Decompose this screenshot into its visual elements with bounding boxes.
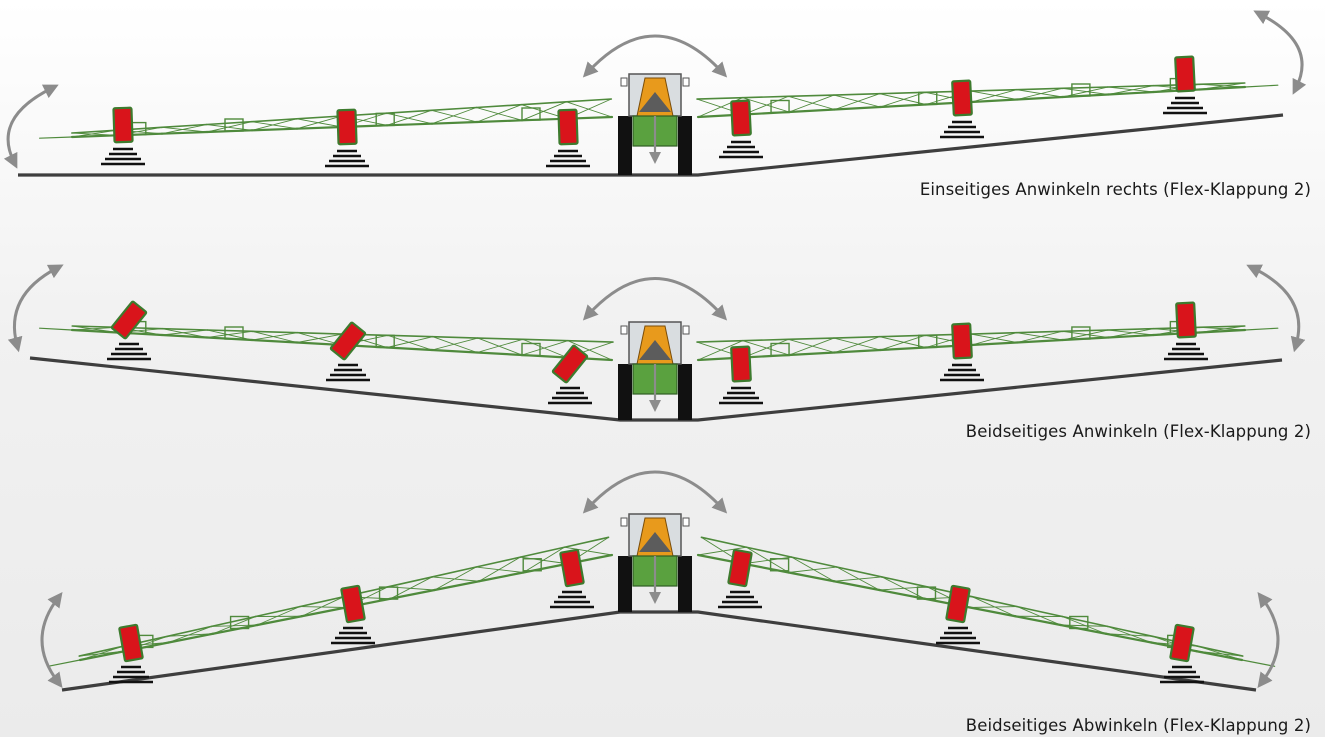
ultrasonic-sensor-icon <box>107 300 151 361</box>
left-boom-arm <box>38 320 614 362</box>
center-pivot-arrow <box>582 277 728 321</box>
ultrasonic-sensor-icon <box>719 99 763 159</box>
ultrasonic-sensor-icon <box>331 584 375 645</box>
ultrasonic-sensor-icon <box>936 584 980 645</box>
ultrasonic-sensor-icon <box>718 548 762 609</box>
right-boom-arm <box>696 77 1279 119</box>
left-tilt-arrow <box>3 84 59 169</box>
ground-line <box>29 356 1283 422</box>
scenario-right-up <box>3 10 1307 177</box>
ultrasonic-sensor-icon <box>325 108 369 168</box>
right-tilt-arrow <box>1246 264 1306 353</box>
right-tilt-arrow <box>1257 592 1280 688</box>
tractor-rear-view-icon <box>618 513 692 612</box>
caption-both-up: Beidseitiges Anwinkeln (Flex-Klappung 2) <box>965 422 1311 441</box>
ultrasonic-sensor-icon <box>1163 55 1207 115</box>
scenario-both-down <box>40 470 1280 692</box>
caption-both-down: Beidseitiges Abwinkeln (Flex-Klappung 2) <box>965 716 1311 735</box>
left-tilt-arrow <box>40 592 63 688</box>
ultrasonic-sensor-icon <box>109 623 153 684</box>
ultrasonic-sensor-icon <box>1164 301 1208 361</box>
right-tilt-arrow <box>1253 10 1307 95</box>
ground-line <box>18 113 1284 177</box>
ground-line <box>61 610 1257 692</box>
center-pivot-arrow <box>582 470 728 514</box>
ultrasonic-sensor-icon <box>940 79 984 139</box>
tractor-rear-view-icon <box>618 73 692 175</box>
caption-right-up: Einseitiges Anwinkeln rechts (Flex-Klapp… <box>919 180 1311 199</box>
ultrasonic-sensor-icon <box>719 345 763 405</box>
ultrasonic-sensor-icon <box>326 321 370 382</box>
center-pivot-arrow <box>582 34 728 78</box>
ultrasonic-sensor-icon <box>1160 623 1204 684</box>
ultrasonic-sensor-icon <box>548 344 592 405</box>
right-boom-arm <box>696 536 1276 667</box>
left-tilt-arrow <box>7 264 64 353</box>
ultrasonic-sensor-icon <box>101 106 145 166</box>
ultrasonic-sensor-icon <box>940 322 984 382</box>
ultrasonic-sensor-icon <box>546 108 590 168</box>
tractor-rear-view-icon <box>618 321 692 420</box>
scenario-both-up <box>7 264 1306 422</box>
ultrasonic-sensor-icon <box>550 548 594 609</box>
right-boom-arm <box>696 320 1279 362</box>
